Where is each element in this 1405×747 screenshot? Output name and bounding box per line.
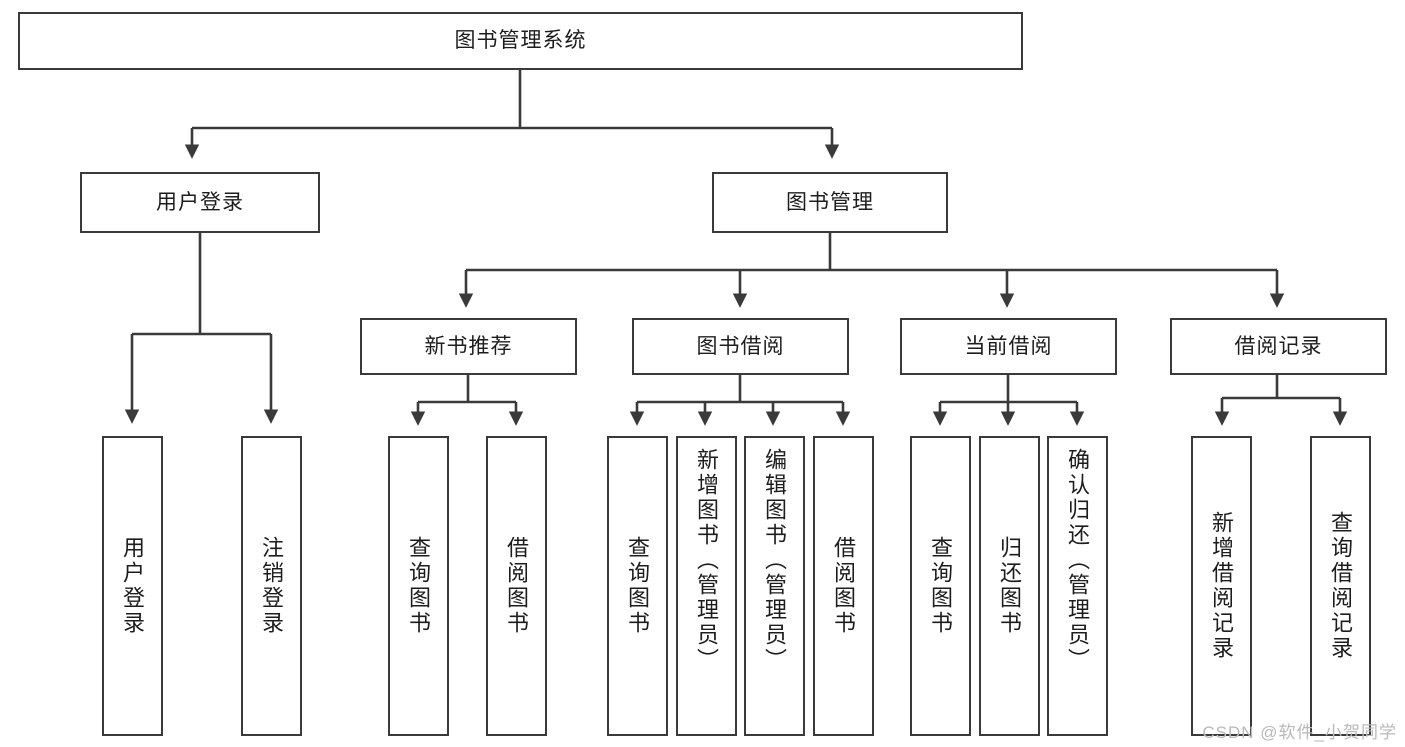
node-book-management-label: 图书管理	[786, 190, 874, 214]
leaf-label: 借阅图书	[831, 536, 857, 636]
leaf-borrow-record-query[interactable]: 查询借阅记录	[1310, 436, 1371, 736]
leaf-user-login-logout[interactable]: 注销登录	[241, 436, 302, 736]
leaf-label: 查询图书	[928, 536, 954, 636]
node-root-label: 图书管理系统	[454, 29, 587, 53]
leaf-label: 查询图书	[406, 536, 432, 636]
leaf-label: 查询图书	[625, 536, 651, 636]
leaf-book-borrow-add[interactable]: 新增图书（管理员）	[676, 436, 737, 736]
leaf-current-borrow-confirm-return[interactable]: 确认归还（管理员）	[1047, 436, 1108, 736]
node-current-borrow[interactable]: 当前借阅	[900, 318, 1117, 375]
leaf-current-borrow-query[interactable]: 查询图书	[910, 436, 971, 736]
leaf-label: 用户登录	[120, 536, 146, 636]
leaf-label: 新增图书（管理员）	[694, 448, 720, 673]
leaf-label: 查询借阅记录	[1328, 511, 1354, 661]
leaf-label: 新增借阅记录	[1209, 511, 1235, 661]
leaf-label: 注销登录	[259, 536, 285, 636]
node-root[interactable]: 图书管理系统	[18, 12, 1023, 70]
node-user-login[interactable]: 用户登录	[80, 172, 320, 233]
node-new-book-recommend[interactable]: 新书推荐	[360, 318, 577, 375]
leaf-label: 确认归还（管理员）	[1065, 448, 1091, 673]
leaf-new-book-query[interactable]: 查询图书	[388, 436, 449, 736]
leaf-book-borrow-edit[interactable]: 编辑图书（管理员）	[744, 436, 805, 736]
node-borrow-record[interactable]: 借阅记录	[1170, 318, 1387, 375]
node-book-borrow[interactable]: 图书借阅	[632, 318, 849, 375]
csdn-watermark: CSDN @软件_小贺同学	[1202, 723, 1397, 742]
node-book-management[interactable]: 图书管理	[712, 172, 948, 233]
leaf-book-borrow-query[interactable]: 查询图书	[607, 436, 668, 736]
node-current-borrow-label: 当前借阅	[964, 334, 1053, 358]
leaf-label: 编辑图书（管理员）	[762, 448, 788, 673]
leaf-current-borrow-return[interactable]: 归还图书	[979, 436, 1040, 736]
node-user-login-label: 用户登录	[156, 190, 244, 214]
leaf-borrow-record-add[interactable]: 新增借阅记录	[1191, 436, 1252, 736]
node-book-borrow-label: 图书借阅	[696, 334, 785, 358]
leaf-book-borrow-borrow[interactable]: 借阅图书	[813, 436, 874, 736]
node-new-book-recommend-label: 新书推荐	[424, 334, 513, 358]
node-borrow-record-label: 借阅记录	[1234, 334, 1323, 358]
leaf-user-login-login[interactable]: 用户登录	[102, 436, 163, 736]
leaf-label: 归还图书	[997, 536, 1023, 636]
leaf-new-book-borrow[interactable]: 借阅图书	[486, 436, 547, 736]
leaf-label: 借阅图书	[504, 536, 530, 636]
